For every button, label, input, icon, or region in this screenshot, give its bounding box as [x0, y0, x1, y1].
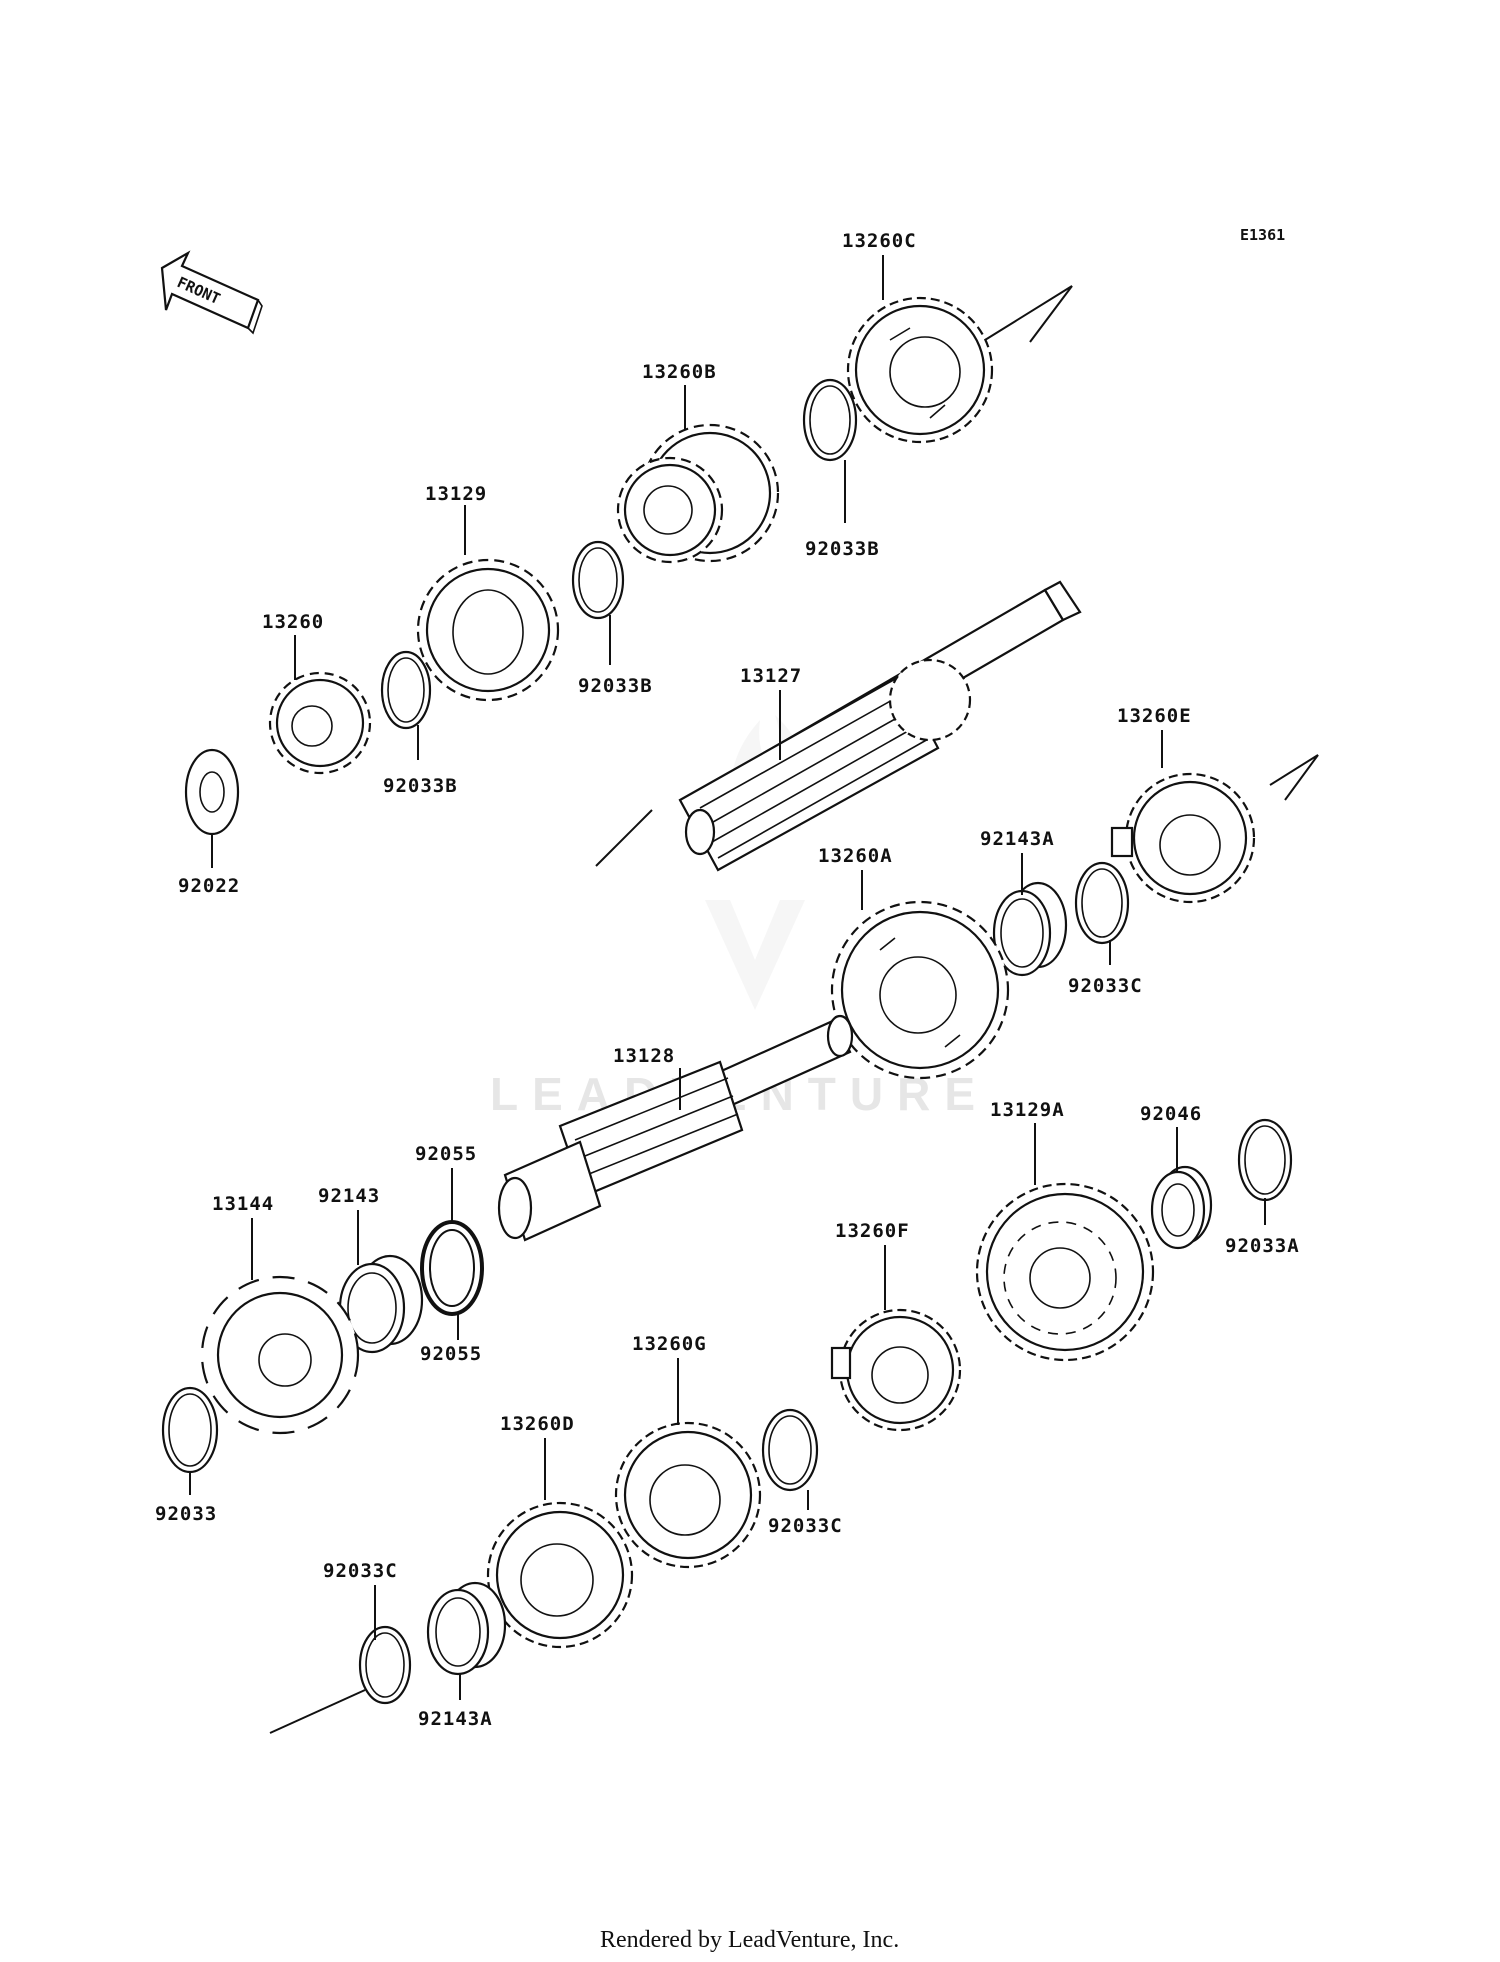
shaft-13127 [678, 580, 1082, 872]
gear-13260d [486, 1501, 634, 1649]
circlip-92033c-middle [761, 1408, 819, 1492]
label-13260b: 13260B [642, 361, 717, 383]
bushing-92143a-upper [992, 881, 1068, 977]
axis-line-left [595, 809, 653, 867]
circlip-92033 [161, 1386, 219, 1474]
label-13260a: 13260A [818, 845, 893, 867]
label-13129a: 13129A [990, 1099, 1065, 1121]
label-13260f: 13260F [835, 1220, 910, 1242]
label-13129: 13129 [425, 483, 487, 505]
label-92033c-middle: 92033C [768, 1515, 843, 1537]
gear-13129a [975, 1182, 1155, 1362]
washer-92022 [184, 748, 240, 836]
label-13144: 13144 [212, 1193, 274, 1215]
bushing-92143a-lower [426, 1581, 507, 1676]
gear-13260e [1110, 772, 1256, 904]
label-92055-bottom: 92055 [420, 1343, 482, 1365]
label-92033b-left: 92033B [383, 775, 458, 797]
shaft-13128 [497, 1014, 854, 1242]
label-92143a-lower: 92143A [418, 1708, 493, 1730]
circlip-92033b-top [802, 378, 858, 462]
sprocket-13144 [200, 1275, 360, 1435]
axis-line-bottom [269, 1689, 366, 1734]
label-13260: 13260 [262, 611, 324, 633]
label-92046: 92046 [1140, 1103, 1202, 1125]
gear-13260f [830, 1308, 962, 1432]
label-92022: 92022 [178, 875, 240, 897]
label-92055-top: 92055 [415, 1143, 477, 1165]
gear-13260c [846, 296, 994, 444]
needle-bearing-92046 [1150, 1165, 1213, 1250]
circlip-92033b-middle [571, 540, 625, 620]
label-92033: 92033 [155, 1503, 217, 1525]
gear-13260a [830, 900, 1010, 1080]
gear-13260 [268, 671, 372, 775]
leader-lines [189, 255, 1266, 1700]
label-92143: 92143 [318, 1185, 380, 1207]
label-13260g: 13260G [632, 1333, 707, 1355]
label-13127: 13127 [740, 665, 802, 687]
circlip-92033c-upper [1074, 861, 1130, 945]
label-92033c-lower: 92033C [323, 1560, 398, 1582]
ref-code: E1361 [1240, 226, 1285, 244]
label-92033a: 92033A [1225, 1235, 1300, 1257]
collar-92143 [338, 1254, 424, 1354]
axis-arrow-right [1269, 754, 1319, 801]
label-92143a-upper: 92143A [980, 828, 1055, 850]
axis-arrow-top [984, 285, 1073, 343]
o-ring-92055 [420, 1220, 484, 1316]
gear-13260g [614, 1421, 762, 1569]
footer-credit: Rendered by LeadVenture, Inc. [600, 1927, 899, 1953]
circlip-92033c-lower [358, 1625, 412, 1705]
label-13128: 13128 [613, 1045, 675, 1067]
gear-13260b [616, 423, 780, 564]
label-92033b-middle: 92033B [578, 675, 653, 697]
circlip-92033a [1237, 1118, 1293, 1202]
label-13260e: 13260E [1117, 705, 1192, 727]
label-13260c: 13260C [842, 230, 917, 252]
label-13260d: 13260D [500, 1413, 575, 1435]
circlip-92033b-left [380, 650, 432, 730]
label-92033c-upper: 92033C [1068, 975, 1143, 997]
gear-13129 [416, 558, 560, 702]
front-arrow-icon: FRONT [160, 250, 263, 335]
label-92033b-top: 92033B [805, 538, 880, 560]
